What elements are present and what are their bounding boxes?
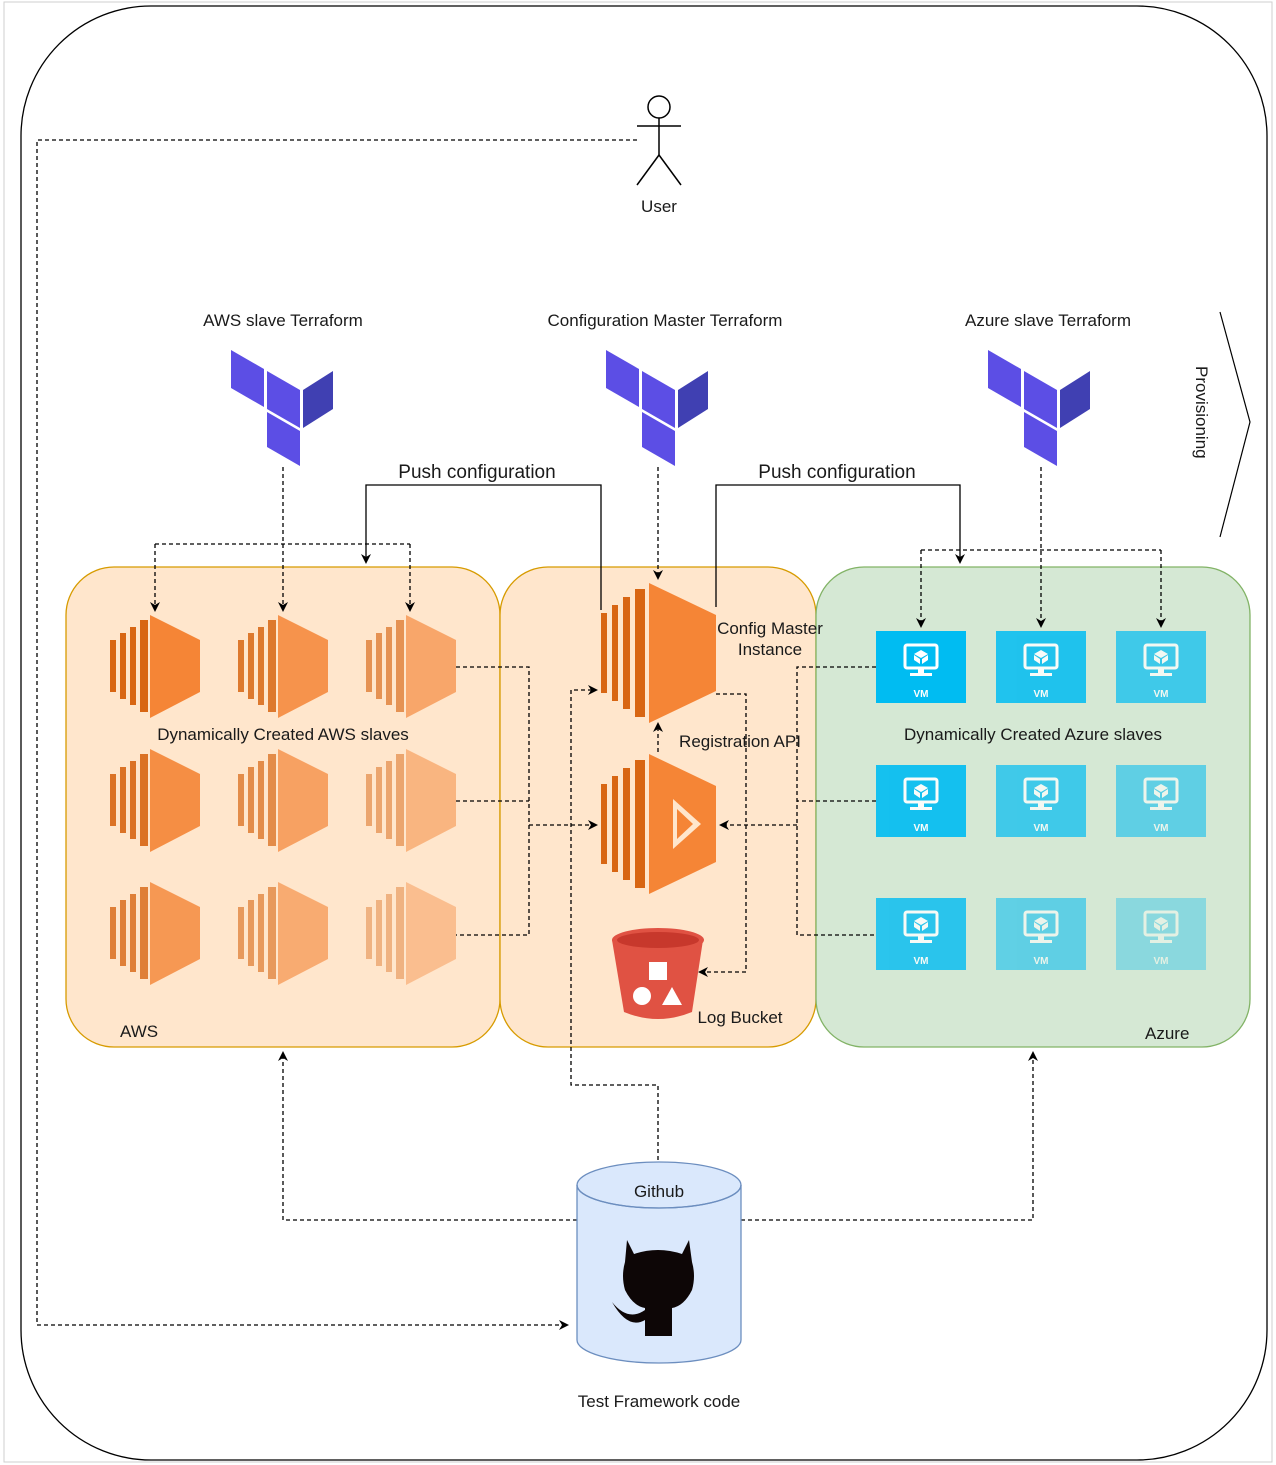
ec2-instance-icon xyxy=(366,882,456,985)
config-master-ec2-icon xyxy=(601,583,716,723)
vm-label: VM xyxy=(1154,823,1169,834)
azure-slaves-label: Dynamically Created Azure slaves xyxy=(904,725,1162,744)
page-border xyxy=(3,1,1273,1463)
azure-zone-label: Azure xyxy=(1145,1024,1189,1043)
vm-label: VM xyxy=(1034,956,1049,967)
azure-vm-icon: VM xyxy=(1116,631,1206,703)
azure-vm-icon: VM xyxy=(876,765,966,837)
push-config-connector-right xyxy=(715,484,965,607)
aws-terraform-label: AWS slave Terraform xyxy=(203,311,363,330)
registration-api-label: Registration API xyxy=(679,732,801,751)
ec2-instance-icon xyxy=(366,615,456,718)
aws-slaves-label: Dynamically Created AWS slaves xyxy=(157,725,409,744)
vm-label: VM xyxy=(1154,956,1169,967)
registration-api-lambda-icon xyxy=(601,754,716,894)
dashed-connectors xyxy=(36,139,1166,1330)
user-label: User xyxy=(641,197,677,216)
system-boundary xyxy=(20,5,1268,1461)
master-terraform-label: Configuration Master Terraform xyxy=(548,311,783,330)
vm-label: VM xyxy=(1034,823,1049,834)
ec2-instance-icon xyxy=(366,749,456,852)
test-framework-label: Test Framework code xyxy=(578,1392,741,1411)
push-config-connector-left xyxy=(361,484,602,610)
vm-label: VM xyxy=(914,689,929,700)
push-config-label-right: Push configuration xyxy=(758,462,915,483)
ec2-instance-icon xyxy=(110,882,200,985)
config-master-label-line2: Instance xyxy=(738,640,802,659)
s3-bucket-icon xyxy=(612,928,704,1019)
azure-vm-icon: VM xyxy=(876,631,966,703)
azure-vm-icon: VM xyxy=(996,631,1086,703)
github-octocat-icon xyxy=(612,1240,694,1336)
provisioning-label: Provisioning xyxy=(1192,366,1211,459)
azure-vm-icon: VM xyxy=(876,898,966,970)
azure-vm-icon: VM xyxy=(1116,898,1206,970)
azure-vm-grid: VM VM VM VM VM xyxy=(876,631,1206,970)
azure-vm-icon: VM xyxy=(1116,765,1206,837)
user-actor-icon xyxy=(636,95,682,186)
ec2-instance-icon xyxy=(238,749,328,852)
log-bucket-label: Log Bucket xyxy=(697,1008,782,1027)
azure-vm-icon: VM xyxy=(996,765,1086,837)
aws-slaves-grid xyxy=(110,615,456,985)
vm-label: VM xyxy=(1154,689,1169,700)
master-terraform-icon xyxy=(606,350,708,466)
vm-label: VM xyxy=(914,823,929,834)
ec2-instance-icon xyxy=(238,615,328,718)
github-label: Github xyxy=(634,1182,684,1201)
aws-terraform-icon xyxy=(231,350,333,466)
ec2-instance-icon xyxy=(238,882,328,985)
vm-label: VM xyxy=(1034,689,1049,700)
azure-terraform-icon xyxy=(988,350,1090,466)
vm-label: VM xyxy=(914,956,929,967)
push-config-label-left: Push configuration xyxy=(398,462,555,483)
azure-vm-icon: VM xyxy=(996,898,1086,970)
ec2-instance-icon xyxy=(110,615,200,718)
aws-zone-label: AWS xyxy=(120,1022,158,1041)
config-master-label-line1: Config Master xyxy=(717,619,823,638)
azure-terraform-label: Azure slave Terraform xyxy=(965,311,1131,330)
ec2-instance-icon xyxy=(110,749,200,852)
provisioning-chevron xyxy=(1219,311,1251,538)
